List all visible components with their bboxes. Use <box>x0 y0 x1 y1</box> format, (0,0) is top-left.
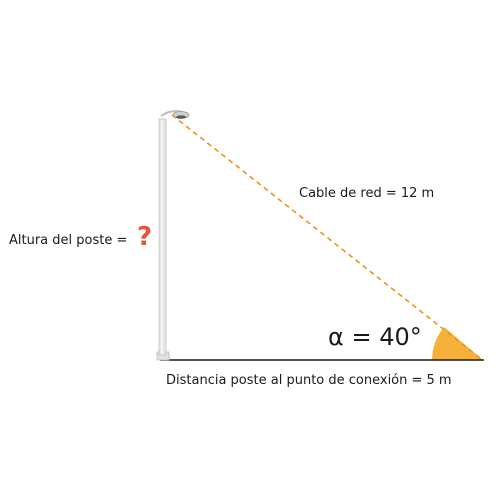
distance-label: Distancia poste al punto de conexión = 5… <box>166 373 452 388</box>
street-lamp <box>156 110 190 361</box>
cable-length-label: Cable de red = 12 m <box>299 186 435 201</box>
angle-arc-outline <box>431 326 445 361</box>
question-mark-icon: ? <box>137 222 153 252</box>
network-cable-line <box>171 114 481 359</box>
angle-wedge <box>431 327 483 360</box>
pole-height-label: Altura del poste = <box>9 233 128 248</box>
angle-label: α = 40° <box>328 323 422 351</box>
